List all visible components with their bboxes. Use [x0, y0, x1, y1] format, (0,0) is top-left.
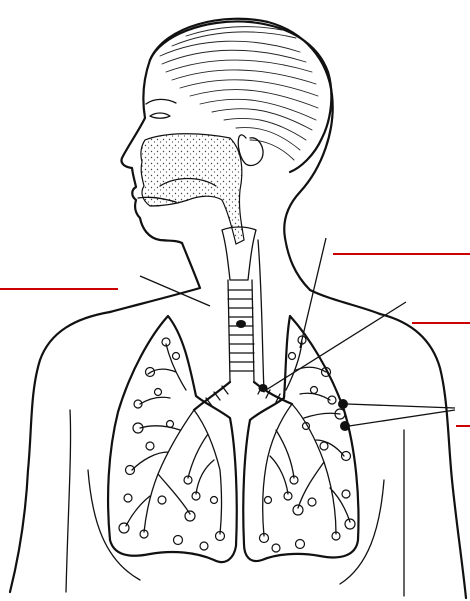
neck-front [110, 243, 200, 312]
right-lung-outline [243, 316, 358, 561]
eye [150, 113, 170, 118]
eyebrow [146, 99, 176, 104]
head-outline [150, 19, 333, 238]
trachea-right-wall [252, 280, 254, 382]
carina-dot [259, 384, 268, 392]
trachea-rings [228, 290, 254, 371]
esophagus-dot [236, 320, 246, 328]
left-shoulder [10, 312, 110, 592]
chest-contour-right [340, 480, 384, 584]
left-arm-line [66, 410, 71, 592]
right-alveoli [260, 336, 356, 552]
ear [238, 135, 263, 166]
pointer-lines [140, 238, 455, 426]
left-lung-branches [126, 344, 222, 534]
trachea-left-wall [228, 280, 230, 382]
pointer-right-top [300, 238, 326, 348]
torso [10, 312, 466, 598]
chest-contour-left [88, 470, 140, 580]
esophagus [258, 240, 264, 392]
neck [110, 238, 380, 314]
neck-back [285, 238, 380, 314]
pointer-right-bottom-a [347, 404, 455, 408]
bronchus-rings [206, 386, 280, 406]
pointer-right-bottom-b [349, 410, 455, 426]
right-lung [243, 316, 358, 561]
right-lung-branches [263, 342, 350, 536]
alveolus-dark-upper [338, 399, 348, 409]
alveolus-dark-lower [340, 421, 350, 431]
right-shoulder [380, 314, 466, 598]
left-lung [108, 316, 237, 562]
